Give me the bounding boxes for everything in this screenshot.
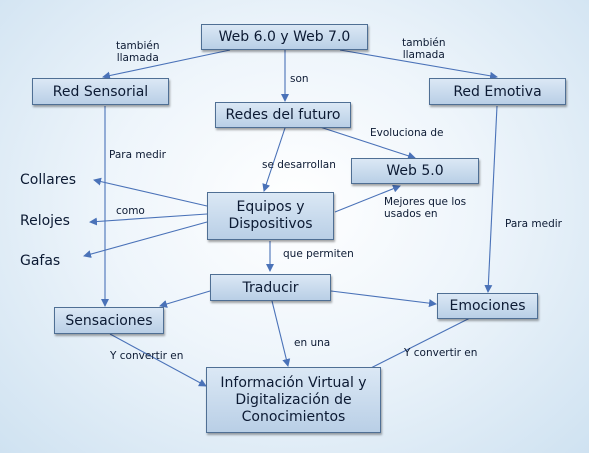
node-red-sensorial-label: Red Sensorial <box>52 83 149 100</box>
edge-label-para-medir-left: Para medir <box>109 149 166 161</box>
edge-redes-futuro-to-web5 <box>319 126 416 160</box>
edge-label-evoluciona: Evoluciona de <box>370 127 444 139</box>
node-red-sensorial: Red Sensorial <box>32 78 169 105</box>
node-equipos-dispositivos-label: Equipos y Dispositivos <box>228 199 313 232</box>
edge-web67-to-red-emotiva <box>339 49 498 80</box>
node-web-5-label: Web 5.0 <box>386 163 444 179</box>
edge-red-emotiva-to-emociones <box>484 105 498 293</box>
edge-equipos-to-collares <box>93 177 208 207</box>
node-sensaciones-label: Sensaciones <box>65 312 153 329</box>
edge-label-convertir-right: Y convertir en <box>404 347 478 359</box>
node-redes-futuro-label: Redes del futuro <box>225 107 341 123</box>
node-informacion-virtual-label: Información Virtual y Digitalización de … <box>220 374 367 425</box>
edge-redes-futuro-to-equipos <box>262 127 286 192</box>
edge-traducir-to-sensaciones <box>159 290 211 308</box>
node-web-6-7: Web 6.0 y Web 7.0 <box>201 24 368 50</box>
edge-web67-to-red-sensorial <box>102 49 231 80</box>
edge-label-en-una: en una <box>294 337 331 349</box>
edge-label-tambien-right: también llamada <box>402 37 446 61</box>
node-emociones: Emociones <box>437 293 538 319</box>
node-red-emotiva: Red Emotiva <box>429 78 566 105</box>
edge-label-mejores: Mejores que los usados en <box>384 196 467 220</box>
edge-sensaciones-to-informacion <box>109 333 207 387</box>
node-web-6-7-label: Web 6.0 y Web 7.0 <box>218 29 351 45</box>
edge-label-son: son <box>290 73 309 85</box>
edge-label-como: como <box>116 205 145 217</box>
edge-label-tambien-left: también llamada <box>116 40 160 64</box>
edge-traducir-to-informacion <box>271 300 291 367</box>
node-web-5: Web 5.0 <box>351 158 479 184</box>
edge-label-que-permiten: que permiten <box>283 248 354 260</box>
edge-emociones-to-informacion <box>354 317 471 377</box>
node-red-emotiva-label: Red Emotiva <box>453 83 542 100</box>
edge-equipos-to-relojes <box>89 213 208 226</box>
edge-traducir-to-emociones <box>330 290 437 308</box>
edge-label-para-medir-right: Para medir <box>505 218 562 230</box>
edge-equipos-to-gafas <box>83 221 208 258</box>
node-informacion-virtual: Información Virtual y Digitalización de … <box>206 367 381 433</box>
edge-equipos-to-web5 <box>334 184 401 213</box>
edge-label-convertir-left: Y convertir en <box>110 350 184 362</box>
node-traducir: Traducir <box>210 274 331 301</box>
item-relojes: Relojes <box>20 213 70 229</box>
node-emociones-label: Emociones <box>449 298 526 314</box>
node-redes-futuro: Redes del futuro <box>215 102 351 128</box>
node-traducir-label: Traducir <box>242 279 299 296</box>
node-equipos-dispositivos: Equipos y Dispositivos <box>207 192 334 240</box>
item-gafas: Gafas <box>20 253 61 269</box>
edge-label-se-desarrollan: se desarrollan <box>262 159 336 171</box>
node-sensaciones: Sensaciones <box>54 307 164 334</box>
item-collares: Collares <box>20 172 77 188</box>
